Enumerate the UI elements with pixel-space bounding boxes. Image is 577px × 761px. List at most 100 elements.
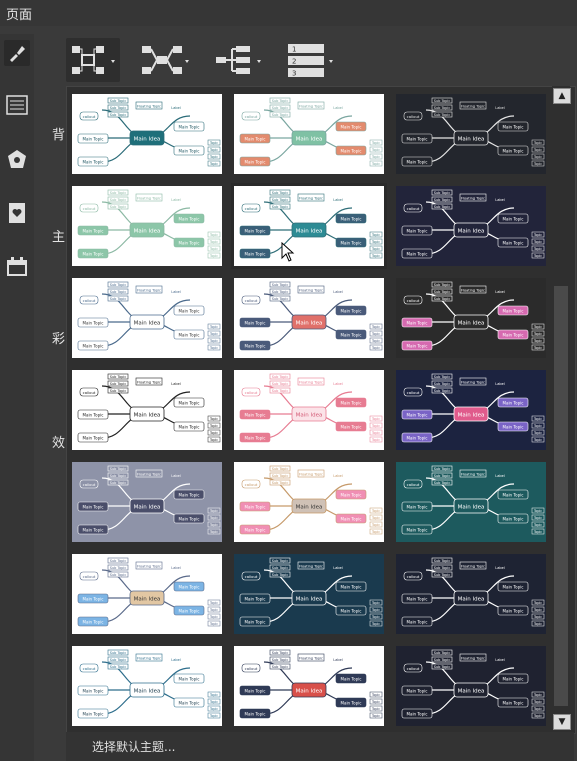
tree-layout-button[interactable] xyxy=(212,38,266,82)
callout-label: callout xyxy=(245,206,258,211)
topic-label: Topic xyxy=(209,339,218,343)
callout-label: callout xyxy=(245,390,258,395)
floating-topic-label: Floating Topic xyxy=(299,473,323,477)
main-topic-label: Main Topic xyxy=(341,309,362,314)
main-topic-label: Main Topic xyxy=(503,217,524,222)
logic-chart-layout-button[interactable] xyxy=(140,38,194,82)
floating-topic-label: Floating Topic xyxy=(299,289,323,293)
main-idea-label: Main Idea xyxy=(458,505,485,511)
main-idea-label: Main Idea xyxy=(458,597,485,603)
relationship-label: Label xyxy=(171,474,180,478)
main-topic-label: Main Topic xyxy=(179,333,200,338)
calendar-icon[interactable] xyxy=(4,254,30,280)
scroll-thumb[interactable] xyxy=(554,286,568,706)
callout-label: callout xyxy=(407,206,420,211)
main-topic-label: Main Topic xyxy=(83,597,104,602)
scroll-up-button[interactable]: ▲ xyxy=(553,88,571,104)
topic-label: Topic xyxy=(209,233,218,237)
main-topic-label: Main Topic xyxy=(83,689,104,694)
bookmark-heart-icon[interactable] xyxy=(4,200,30,226)
sub-topic-label: Sub Topic xyxy=(110,382,127,386)
topic-label: Topic xyxy=(209,700,218,704)
main-idea-label: Main Idea xyxy=(458,689,485,695)
main-topic-label: Main Topic xyxy=(245,160,266,165)
gallery-scrollbar[interactable]: ▲ ▼ xyxy=(552,86,571,732)
sub-topic-label: Sub Topic xyxy=(110,467,127,471)
map-marker-icon[interactable] xyxy=(4,146,30,172)
section-label-effect: 效 xyxy=(52,436,66,451)
main-topic-label: Main Topic xyxy=(83,620,104,625)
main-topic-label: Main Topic xyxy=(341,701,362,706)
topic-label: Topic xyxy=(371,155,380,159)
topic-label: Topic xyxy=(209,516,218,520)
sub-topic-label: Sub Topic xyxy=(434,106,451,110)
relationship-label: Label xyxy=(495,106,504,110)
main-topic-label: Main Topic xyxy=(341,425,362,430)
sub-topic-label: Sub Topic xyxy=(272,297,289,301)
sub-topic-label: Sub Topic xyxy=(110,297,127,301)
scroll-down-button[interactable]: ▼ xyxy=(553,714,571,730)
topic-label: Topic xyxy=(533,608,542,612)
numbered-list-layout-icon: 1 2 3 xyxy=(288,44,333,78)
list-number-3: 3 xyxy=(292,70,296,78)
numbered-list-layout-button[interactable]: 1 2 3 xyxy=(284,38,338,82)
topic-label: Topic xyxy=(533,530,542,534)
sub-topic-label: Sub Topic xyxy=(110,198,127,202)
main-topic-label: Main Topic xyxy=(179,401,200,406)
floating-topic-label: Floating Topic xyxy=(299,197,323,201)
main-topic-label: Main Topic xyxy=(245,689,266,694)
sub-topic-label: Sub Topic xyxy=(110,113,127,117)
main-topic-label: Main Topic xyxy=(503,309,524,314)
relationship-label: Label xyxy=(495,382,504,386)
topic-label: Topic xyxy=(371,233,380,237)
main-topic-label: Main Topic xyxy=(503,585,524,590)
topic-label: Topic xyxy=(533,332,542,336)
mind-map-layout-button[interactable] xyxy=(66,38,120,82)
section-label-theme: 主 xyxy=(52,230,66,245)
relationship-label: Label xyxy=(333,198,342,202)
style-brush-icon[interactable] xyxy=(4,40,30,66)
callout-label: callout xyxy=(245,482,258,487)
outline-list-icon[interactable] xyxy=(4,92,30,118)
main-topic-label: Main Topic xyxy=(245,137,266,142)
topic-label: Topic xyxy=(371,700,380,704)
choose-default-theme-link[interactable]: 选择默认主题... xyxy=(92,740,176,754)
callout-label: callout xyxy=(83,666,96,671)
main-topic-label: Main Topic xyxy=(179,677,200,682)
main-topic-label: Main Topic xyxy=(245,321,266,326)
relationship-label: Label xyxy=(171,382,180,386)
topic-label: Topic xyxy=(371,601,380,605)
topic-label: Topic xyxy=(533,141,542,145)
sub-topic-label: Sub Topic xyxy=(110,566,127,570)
sub-topic-label: Sub Topic xyxy=(434,658,451,662)
main-topic-label: Main Topic xyxy=(503,677,524,682)
sub-topic-label: Sub Topic xyxy=(272,658,289,662)
floating-topic-label: Floating Topic xyxy=(461,565,485,569)
main-topic-label: Main Topic xyxy=(179,217,200,222)
main-topic-label: Main Topic xyxy=(341,585,362,590)
topic-label: Topic xyxy=(209,346,218,350)
relationship-label: Label xyxy=(333,382,342,386)
main-topic-label: Main Topic xyxy=(83,321,104,326)
